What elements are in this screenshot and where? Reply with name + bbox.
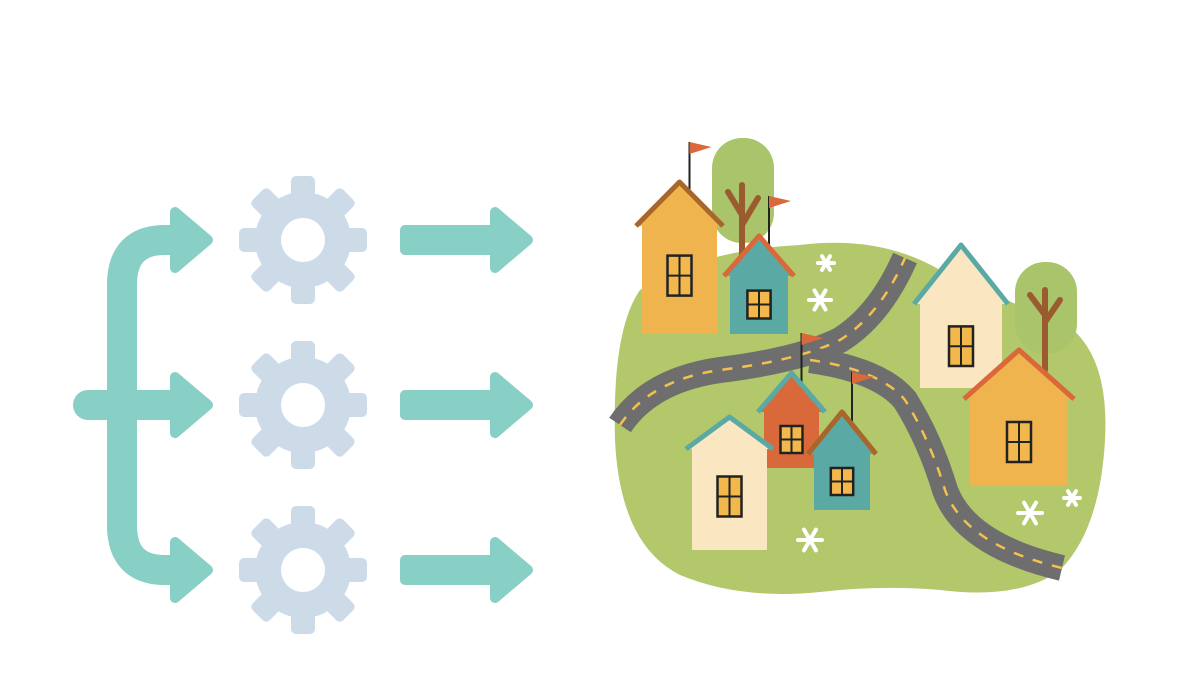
right-arrow-icon <box>400 537 533 603</box>
tree-icon <box>1015 262 1077 373</box>
house-icon <box>806 372 878 510</box>
gear-icon <box>239 176 367 304</box>
house-icon <box>684 414 775 550</box>
town-illustration <box>609 138 1106 594</box>
road-icon <box>609 252 1066 581</box>
flag-icon <box>768 196 791 251</box>
right-arrow-icon <box>400 207 533 273</box>
house-icon <box>634 142 725 334</box>
flag-icon <box>800 333 824 388</box>
branch-arrowheads <box>170 207 213 603</box>
tree-icon <box>712 138 774 303</box>
gear-icon <box>239 506 367 634</box>
house-icon <box>912 242 1010 388</box>
house-icon <box>756 333 827 468</box>
flag-icon <box>851 372 874 427</box>
gear-icon <box>239 341 367 469</box>
flag-icon <box>688 142 712 197</box>
house-icon <box>722 196 796 334</box>
flower-icon <box>796 254 1082 553</box>
right-arrow-icon <box>400 372 533 438</box>
house-icon <box>962 347 1076 485</box>
